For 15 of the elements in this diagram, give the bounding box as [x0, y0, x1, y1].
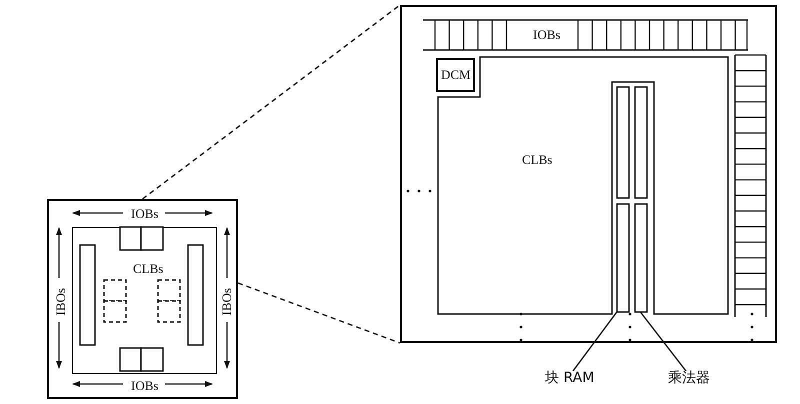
- dcm-box: [436, 58, 475, 92]
- block-label: CLBs: [521, 153, 554, 166]
- block-label: IOBs: [532, 28, 562, 41]
- block-label: CLBs: [132, 262, 164, 275]
- block-label: IBOs: [220, 286, 233, 318]
- zoom-line: [142, 4, 400, 200]
- block-label: IBOs: [54, 286, 67, 318]
- block-label: IOBs: [129, 207, 160, 220]
- leader-line: [572, 312, 618, 372]
- zoom-line: [238, 282, 400, 344]
- callout-label: 乘法器: [666, 371, 712, 385]
- block-label: DCM: [440, 68, 472, 81]
- block-label: IOBs: [129, 379, 160, 392]
- chip-outline: [400, 5, 777, 343]
- logic-block-frame: [72, 227, 217, 374]
